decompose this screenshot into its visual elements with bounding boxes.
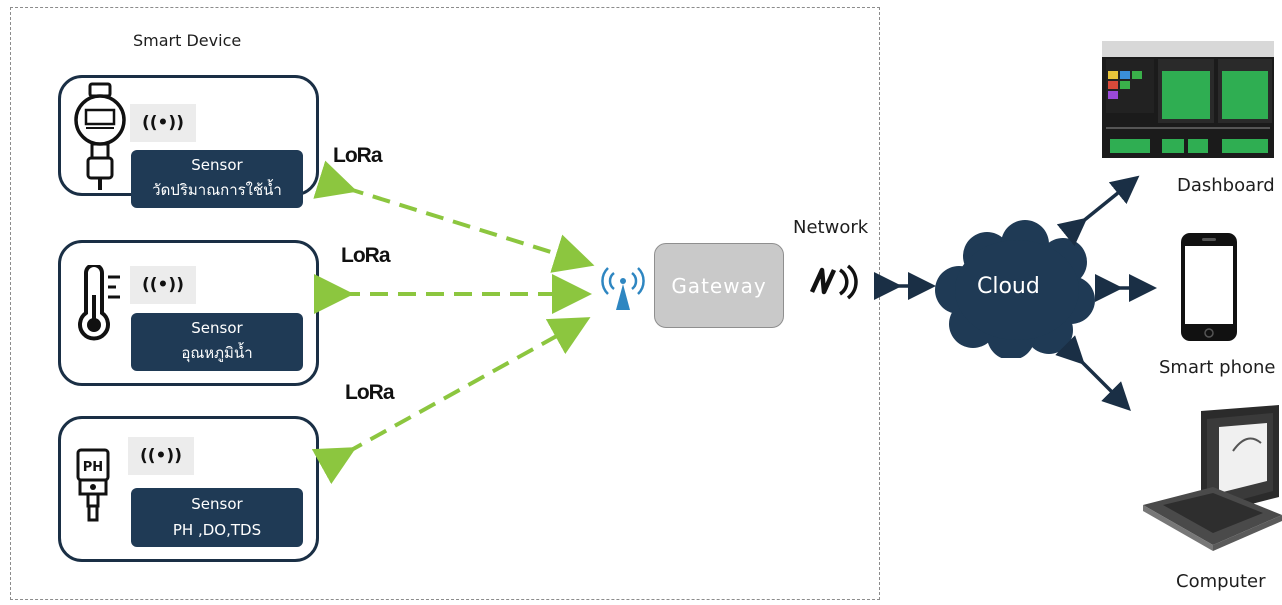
laptop-icon: [1143, 405, 1282, 559]
computer-label: Computer: [1176, 571, 1266, 592]
network-label: Network: [793, 217, 869, 238]
dashboard-image: [1102, 41, 1274, 162]
sensor-box-water-usage: Sensor วัดปริมาณการใช้น้ำ: [131, 150, 303, 208]
smart-device-title: Smart Device: [133, 31, 242, 50]
sensor-description: อุณหภูมิน้ำ: [181, 344, 253, 362]
gateway-label: Gateway: [671, 273, 767, 298]
ph-meter-icon: PH: [76, 448, 112, 526]
wireless-signal-indicator: ((•)): [130, 266, 196, 304]
lora-link-device-3: [311, 317, 591, 485]
ph-icon-text: PH: [83, 460, 103, 475]
lora-link-device-1: [313, 160, 595, 273]
wireless-signal-icon: ((•)): [142, 275, 184, 295]
wireless-signal-icon: ((•)): [140, 446, 182, 466]
smartphone-icon: [1180, 232, 1240, 348]
smartphone-label: Smart phone: [1159, 357, 1276, 378]
sensor-box-water-temperature: Sensor อุณหภูมิน้ำ: [131, 313, 303, 371]
sensor-label: Sensor: [191, 156, 243, 174]
smart-device-frame: [10, 7, 880, 600]
sensor-description: วัดปริมาณการใช้น้ำ: [152, 181, 282, 199]
cloud-label: Cloud: [977, 274, 1040, 299]
water-meter-icon: [72, 80, 128, 196]
antenna-icon: [600, 262, 646, 318]
sensor-description: PH ,DO,TDS: [172, 521, 262, 539]
wireless-signal-icon: ((•)): [142, 113, 184, 133]
dashboard-label: Dashboard: [1177, 175, 1275, 196]
link-cloud-dashboard: [1056, 175, 1140, 247]
sensor-box-ph-do-tds: Sensor PH ,DO,TDS: [131, 488, 303, 547]
sensor-label: Sensor: [191, 319, 243, 337]
cloud-shape: [935, 220, 1097, 362]
network-signal-icon: [809, 262, 860, 306]
link-cloud-computer: [1055, 335, 1131, 411]
sensor-label: Sensor: [191, 495, 243, 513]
gateway-box: Gateway: [654, 243, 784, 328]
thermometer-icon: [76, 263, 126, 349]
wireless-signal-indicator: ((•)): [130, 104, 196, 142]
wireless-signal-indicator: ((•)): [128, 437, 194, 475]
